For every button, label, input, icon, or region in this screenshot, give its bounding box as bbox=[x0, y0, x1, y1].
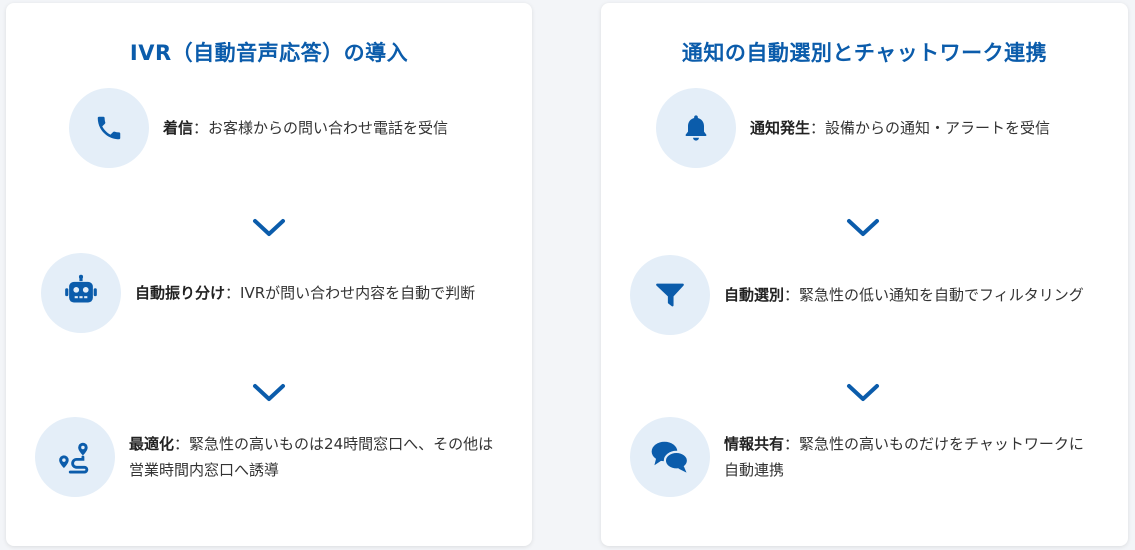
bell-icon bbox=[685, 115, 707, 141]
step-label: 通知発生 bbox=[750, 119, 811, 137]
step-separator: ： bbox=[225, 284, 241, 302]
route-icon-circle bbox=[35, 417, 115, 497]
chevron-down-icon bbox=[253, 219, 285, 236]
step-label: 自動振り分け bbox=[135, 284, 226, 302]
filter-icon-circle bbox=[630, 255, 710, 335]
step-optimization: 最適化：緊急性の高いものは24時間窓口へ、その他は営業時間内窓口へ誘導 bbox=[35, 417, 513, 497]
filter-icon bbox=[656, 283, 684, 307]
route-icon bbox=[59, 442, 89, 474]
chevron-down-icon bbox=[847, 384, 879, 401]
robot-icon bbox=[65, 274, 97, 303]
step-text: 通知発生：設備からの通知・アラートを受信 bbox=[750, 115, 1050, 141]
step-label: 着信 bbox=[163, 119, 194, 137]
ivr-card: IVR（自動音声応答）の導入 着信：お客様からの問い合わせ電話を受信 bbox=[6, 3, 532, 546]
step-text: 最適化：緊急性の高いものは24時間窓口へ、その他は営業時間内窓口へ誘導 bbox=[129, 431, 505, 483]
step-auto-filter: 自動選別：緊急性の低い通知を自動でフィルタリング bbox=[630, 255, 1106, 335]
step-info-sharing: 情報共有：緊急性の高いものだけをチャットワークに自動連携 bbox=[630, 417, 1106, 497]
notification-card-title: 通知の自動選別とチャットワーク連携 bbox=[681, 41, 1048, 65]
step-notification: 通知発生：設備からの通知・アラートを受信 bbox=[656, 88, 1106, 168]
step-separator: ： bbox=[784, 286, 800, 304]
step-description: 緊急性の高いものだけをチャットワークに自動連携 bbox=[724, 435, 1084, 479]
step-separator: ： bbox=[810, 119, 826, 137]
chat-icon-circle bbox=[630, 417, 710, 497]
phone-icon bbox=[97, 116, 121, 140]
step-description: IVRが問い合わせ内容を自動で判断 bbox=[240, 284, 476, 302]
phone-icon-circle bbox=[69, 88, 149, 168]
chevron-down-icon bbox=[253, 384, 285, 401]
step-label: 最適化 bbox=[129, 435, 175, 453]
step-text: 着信：お客様からの問い合わせ電話を受信 bbox=[163, 115, 448, 141]
step-description: 緊急性の高いものは24時間窓口へ、その他は営業時間内窓口へ誘導 bbox=[129, 435, 494, 479]
step-separator: ： bbox=[193, 119, 209, 137]
step-auto-routing: 自動振り分け：IVRが問い合わせ内容を自動で判断 bbox=[41, 253, 511, 333]
chevron-down-icon bbox=[847, 219, 879, 236]
step-description: 緊急性の低い通知を自動でフィルタリング bbox=[799, 286, 1084, 304]
step-text: 自動振り分け：IVRが問い合わせ内容を自動で判断 bbox=[135, 280, 475, 306]
step-separator: ： bbox=[784, 435, 800, 453]
step-text: 自動選別：緊急性の低い通知を自動でフィルタリング bbox=[724, 282, 1096, 308]
step-description: お客様からの問い合わせ電話を受信 bbox=[208, 119, 449, 137]
notification-card: 通知の自動選別とチャットワーク連携 通知発生：設備からの通知・アラートを受信 自… bbox=[601, 3, 1128, 546]
step-incoming-call: 着信：お客様からの問い合わせ電話を受信 bbox=[69, 88, 509, 168]
robot-icon-circle bbox=[41, 253, 121, 333]
step-description: 設備からの通知・アラートを受信 bbox=[825, 119, 1051, 137]
ivr-card-title: IVR（自動音声応答）の導入 bbox=[129, 41, 409, 65]
step-label: 情報共有 bbox=[724, 435, 785, 453]
bell-icon-circle bbox=[656, 88, 736, 168]
step-label: 自動選別 bbox=[724, 286, 785, 304]
step-text: 情報共有：緊急性の高いものだけをチャットワークに自動連携 bbox=[724, 431, 1096, 483]
chat-icon bbox=[651, 441, 690, 473]
step-separator: ： bbox=[174, 435, 190, 453]
